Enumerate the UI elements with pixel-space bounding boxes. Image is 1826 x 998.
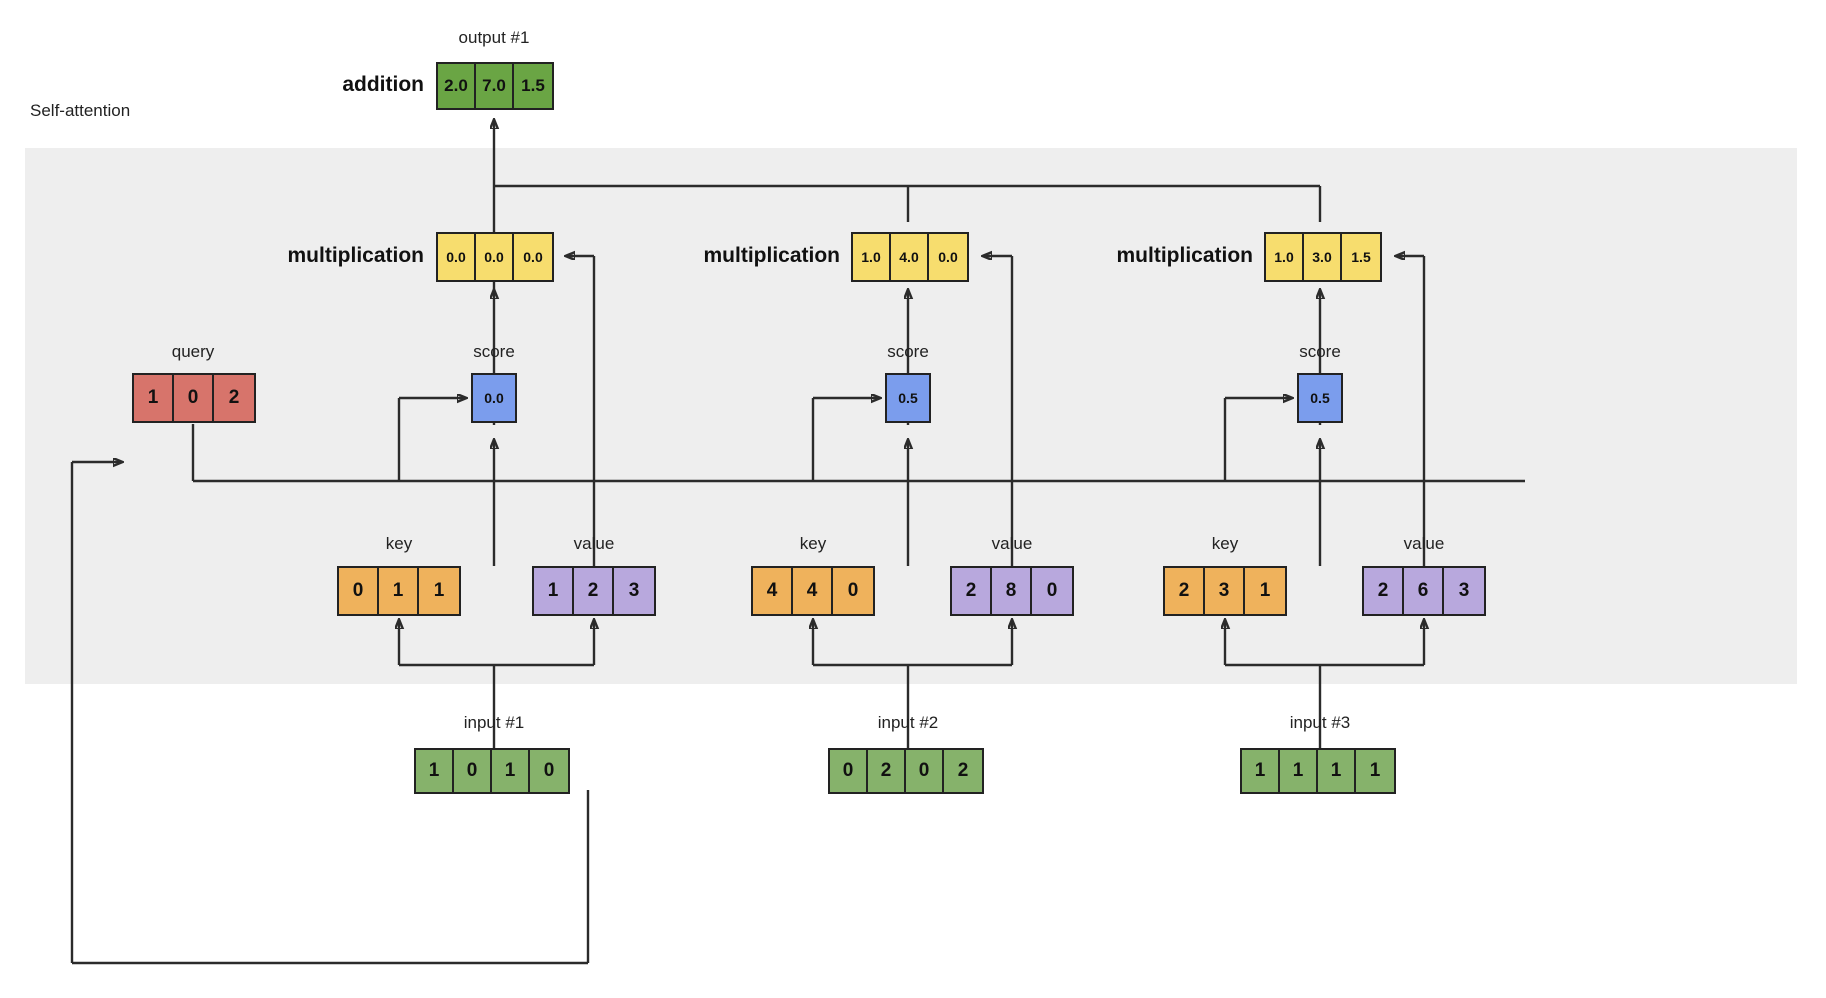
key-cell: 1	[379, 568, 419, 614]
multiplication-cell: 3.0	[1304, 234, 1342, 280]
value-cell: 2	[952, 568, 992, 614]
value-caption-1: value	[573, 534, 615, 553]
query-cell: 1	[134, 375, 174, 421]
input-vector-3: 1 1 1 1	[1240, 748, 1396, 794]
input-cell: 1	[492, 750, 530, 792]
query-cell: 2	[214, 375, 254, 421]
input-cell: 1	[1318, 750, 1356, 792]
multiplication-vector-2: 1.0 4.0 0.0	[851, 232, 969, 282]
score-vector-1: 0.0	[471, 373, 517, 423]
key-cell: 3	[1205, 568, 1245, 614]
multiplication-row-label-1: multiplication	[287, 244, 425, 267]
multiplication-cell: 0.0	[929, 234, 967, 280]
input-cell: 0	[830, 750, 868, 792]
input-caption-3: input #3	[1289, 713, 1351, 732]
addition-row-label: addition	[342, 73, 424, 96]
value-cell: 2	[574, 568, 614, 614]
output-caption: output #1	[458, 28, 530, 47]
output-cell: 1.5	[514, 64, 552, 108]
key-caption-1: key	[385, 534, 413, 553]
input-cell: 0	[454, 750, 492, 792]
score-cell: 0.0	[473, 375, 515, 421]
value-cell: 0	[1032, 568, 1072, 614]
input-cell: 0	[530, 750, 568, 792]
key-cell: 1	[419, 568, 459, 614]
multiplication-cell: 1.5	[1342, 234, 1380, 280]
key-cell: 2	[1165, 568, 1205, 614]
query-vector: 1 0 2	[132, 373, 256, 423]
key-cell: 0	[339, 568, 379, 614]
value-cell: 2	[1364, 568, 1404, 614]
multiplication-cell: 1.0	[853, 234, 891, 280]
score-caption-1: score	[473, 342, 515, 361]
key-vector-1: 0 1 1	[337, 566, 461, 616]
output-cell: 7.0	[476, 64, 514, 108]
multiplication-vector-1: 0.0 0.0 0.0	[436, 232, 554, 282]
key-cell: 0	[833, 568, 873, 614]
value-caption-2: value	[991, 534, 1033, 553]
input-caption-1: input #1	[463, 713, 525, 732]
multiplication-vector-3: 1.0 3.0 1.5	[1264, 232, 1382, 282]
output-cell: 2.0	[438, 64, 476, 108]
value-vector-2: 2 8 0	[950, 566, 1074, 616]
input-vector-1: 1 0 1 0	[414, 748, 570, 794]
query-cell: 0	[174, 375, 214, 421]
value-vector-1: 1 2 3	[532, 566, 656, 616]
score-caption-3: score	[1299, 342, 1341, 361]
score-vector-3: 0.5	[1297, 373, 1343, 423]
key-vector-3: 2 3 1	[1163, 566, 1287, 616]
score-caption-2: score	[887, 342, 929, 361]
input-caption-2: input #2	[877, 713, 939, 732]
multiplication-row-label-2: multiplication	[703, 244, 841, 267]
score-cell: 0.5	[1299, 375, 1341, 421]
key-cell: 4	[753, 568, 793, 614]
multiplication-cell: 0.0	[476, 234, 514, 280]
query-caption: query	[171, 342, 215, 361]
input-vector-2: 0 2 0 2	[828, 748, 984, 794]
value-vector-3: 2 6 3	[1362, 566, 1486, 616]
score-cell: 0.5	[887, 375, 929, 421]
multiplication-cell: 1.0	[1266, 234, 1304, 280]
key-caption-3: key	[1211, 534, 1239, 553]
input-cell: 1	[1280, 750, 1318, 792]
score-vector-2: 0.5	[885, 373, 931, 423]
value-cell: 8	[992, 568, 1032, 614]
value-cell: 3	[1444, 568, 1484, 614]
key-caption-2: key	[799, 534, 827, 553]
multiplication-row-label-3: multiplication	[1116, 244, 1254, 267]
value-caption-3: value	[1403, 534, 1445, 553]
key-cell: 1	[1245, 568, 1285, 614]
input-cell: 1	[1356, 750, 1394, 792]
value-cell: 1	[534, 568, 574, 614]
key-vector-2: 4 4 0	[751, 566, 875, 616]
input-cell: 2	[944, 750, 982, 792]
input-cell: 2	[868, 750, 906, 792]
input-cell: 0	[906, 750, 944, 792]
value-cell: 3	[614, 568, 654, 614]
self-attention-title: Self-attention	[30, 101, 131, 120]
multiplication-cell: 4.0	[891, 234, 929, 280]
key-cell: 4	[793, 568, 833, 614]
output-vector: 2.0 7.0 1.5	[436, 62, 554, 110]
value-cell: 6	[1404, 568, 1444, 614]
input-cell: 1	[416, 750, 454, 792]
multiplication-cell: 0.0	[438, 234, 476, 280]
multiplication-cell: 0.0	[514, 234, 552, 280]
input-cell: 1	[1242, 750, 1280, 792]
